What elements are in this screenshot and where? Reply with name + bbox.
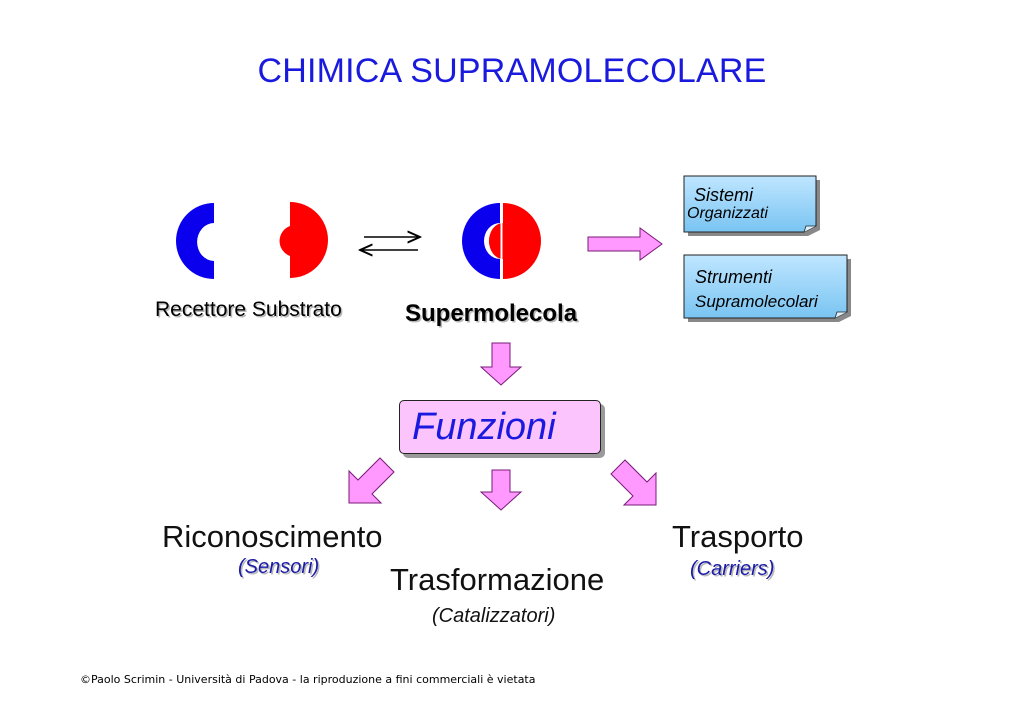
- supermolecule-inner-substrate: [489, 226, 503, 256]
- supermolecule-receptor-part: [462, 203, 500, 279]
- catalysts-label: (Catalizzatori): [432, 605, 556, 627]
- arrow-to-transformation: [479, 469, 523, 511]
- arrow-down-to-functions: [479, 342, 523, 386]
- functions-label: Funzioni: [412, 406, 556, 448]
- functions-box: [399, 400, 601, 454]
- arrow-right-to-systems: [587, 227, 663, 261]
- arrow-to-transport: [610, 459, 657, 506]
- supermolecule-label: Supermolecola: [405, 300, 578, 327]
- transformation-label: Trasformazione: [390, 562, 605, 597]
- callout-strumenti-line2: Supramolecolari: [695, 292, 818, 311]
- arrow-to-recognition: [348, 457, 395, 504]
- recognition-label: Riconoscimento: [162, 519, 383, 554]
- receptor-shape: [176, 203, 214, 279]
- substrate-shape: [279, 202, 328, 278]
- transport-label: Trasporto: [672, 519, 804, 554]
- callout-sistemi-line2: Organizzati: [687, 205, 768, 222]
- callout-sistemi-line1: Sistemi: [694, 185, 754, 205]
- page-title: CHIMICA SUPRAMOLECOLARE: [257, 52, 767, 90]
- supermolecule-substrate-part: [489, 203, 541, 279]
- receptor-substrate-label: Recettore Substrato: [155, 298, 342, 321]
- carriers-label: (Carriers): [690, 558, 775, 580]
- footer-copyright: ©Paolo Scrimin - Università di Padova - …: [80, 673, 536, 686]
- sensors-label: (Sensori): [238, 556, 320, 578]
- callout-strumenti-line1: Strumenti: [695, 267, 773, 287]
